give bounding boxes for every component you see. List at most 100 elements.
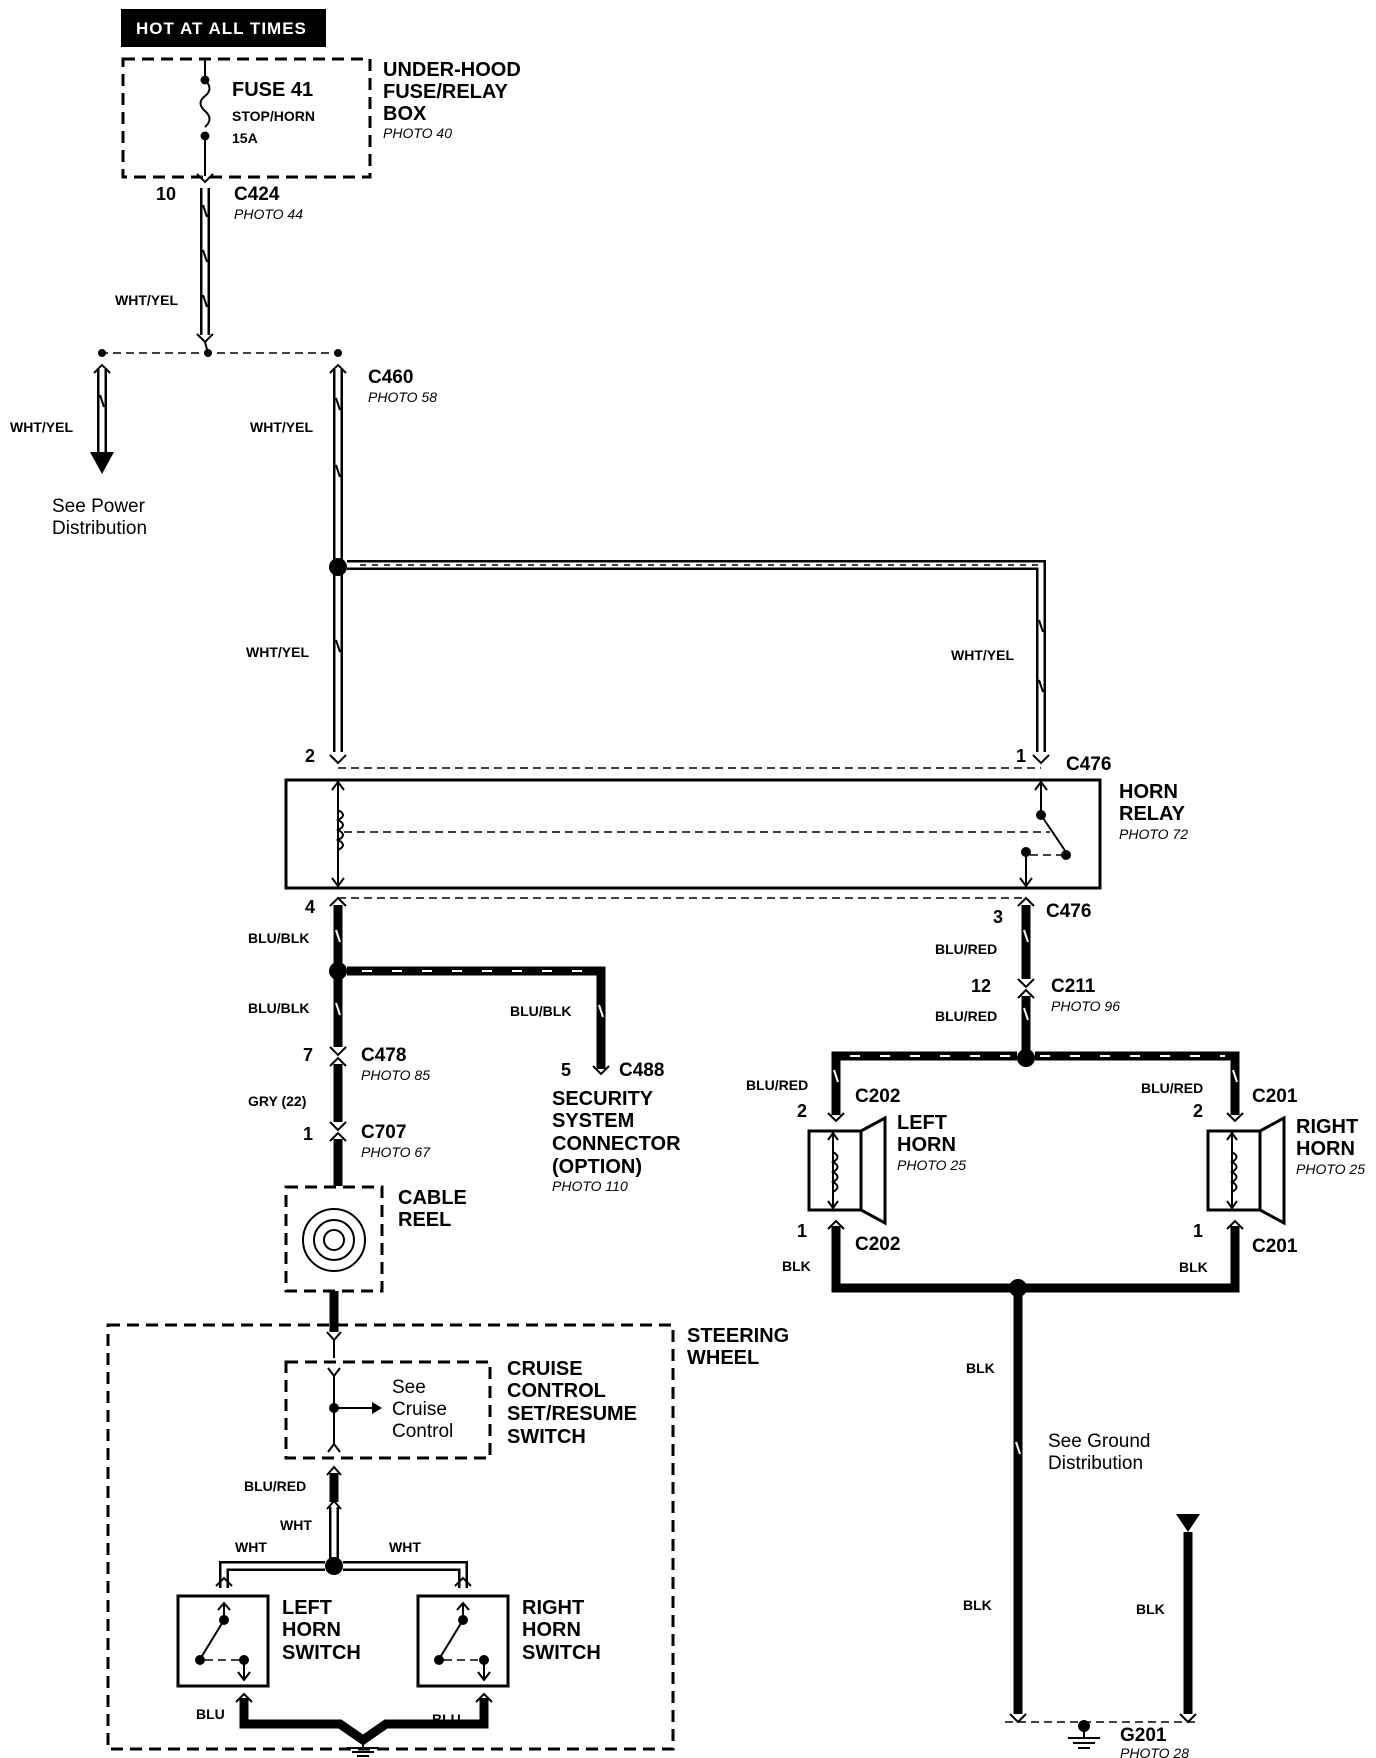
- power-distribution-ref-2: Distribution: [52, 518, 147, 539]
- left-horn-pin-2: 2: [797, 1101, 807, 1121]
- relay-blu-blk-wire-color-2: BLU/BLK: [248, 1000, 309, 1016]
- wht-yel-wire-power-distribution: [97, 368, 107, 452]
- c424-wire-color: WHT/YEL: [115, 292, 178, 308]
- relay-c476-bottom-label: C476: [1046, 901, 1091, 922]
- ground-ref-1: See Ground: [1048, 1431, 1150, 1452]
- left-horn-c202-top: C202: [855, 1086, 900, 1107]
- steering-wheel-title-1: STEERING: [687, 1325, 789, 1347]
- cable-reel-outline: [284, 1185, 384, 1293]
- relay-blu-blk-wire-color-1: BLU/BLK: [248, 930, 309, 946]
- cruise-switch-title-4: SWITCH: [507, 1426, 586, 1448]
- c478-photo: PHOTO 85: [361, 1067, 430, 1083]
- c460-left-wire-color: WHT/YEL: [10, 419, 73, 435]
- right-horn-symbol: [1226, 1115, 1286, 1226]
- left-horn-switch-title-3: SWITCH: [282, 1642, 361, 1664]
- blu-red-wire-c211-to-horn-splice: [1021, 996, 1031, 1052]
- right-horn-blk-color: BLK: [1179, 1259, 1208, 1275]
- fuse-number: FUSE 41: [232, 79, 313, 101]
- security-splice: [329, 962, 347, 980]
- cable-reel-symbol: [302, 1208, 366, 1272]
- security-title-3: CONNECTOR: [552, 1133, 681, 1155]
- right-horn-switch-title-3: SWITCH: [522, 1642, 601, 1664]
- right-horn-switch-title-2: HORN: [522, 1619, 581, 1641]
- horn-switch-wht-right-color: WHT: [389, 1539, 421, 1555]
- relay-blu-red-wire-color-2: BLU/RED: [935, 1008, 997, 1024]
- blu-red-wire-horns: [831, 1051, 1240, 1115]
- fuse-relay-box-outline: [121, 57, 372, 179]
- cruise-switch-title-2: CONTROL: [507, 1380, 606, 1402]
- horn-relay-title-2: RELAY: [1119, 803, 1186, 825]
- c211-label: C211: [1051, 976, 1096, 997]
- right-horn-c201-top: C201: [1252, 1086, 1298, 1107]
- c211-pin: 12: [971, 976, 991, 996]
- security-title-2: SYSTEM: [552, 1110, 634, 1132]
- horn-switch-wht-center-color: WHT: [280, 1517, 312, 1533]
- ground-blk-return-color: BLK: [1136, 1601, 1165, 1617]
- left-horn-symbol: [827, 1115, 887, 1226]
- left-horn-title-2: HORN: [897, 1134, 956, 1156]
- right-horn-photo: PHOTO 25: [1296, 1161, 1365, 1177]
- relay-c476-top-label: C476: [1066, 754, 1111, 775]
- wht-wire-horn-switches: [219, 1561, 468, 1588]
- fuse-rating: 15A: [232, 130, 258, 146]
- horn-relay-photo: PHOTO 72: [1119, 826, 1188, 842]
- ground-ref-2: Distribution: [1048, 1453, 1143, 1474]
- fuse-circuit: STOP/HORN: [232, 108, 315, 124]
- security-wire-color: BLU/BLK: [510, 1003, 571, 1019]
- left-horn-switch-symbol: [195, 1601, 251, 1682]
- power-distribution-ref-1: See Power: [52, 496, 146, 517]
- horn-switch-splice: [325, 1557, 343, 1575]
- relay-coil-feed-wire-color: WHT/YEL: [246, 644, 309, 660]
- right-horn-pin-2: 2: [1193, 1101, 1203, 1121]
- blu-red-wire-relay-to-c211: [1021, 905, 1031, 979]
- left-horn-title-1: LEFT: [897, 1112, 947, 1134]
- horn-switch-wht-left-color: WHT: [235, 1539, 267, 1555]
- security-title-1: SECURITY: [552, 1088, 654, 1110]
- left-horn-c202-bottom: C202: [855, 1234, 900, 1255]
- c424-pin: 10: [156, 184, 176, 204]
- right-horn-switch-box: [416, 1594, 510, 1688]
- c460-photo: PHOTO 58: [368, 389, 437, 405]
- fuse-box-photo: PHOTO 40: [383, 125, 452, 141]
- relay-pin-2: 2: [305, 746, 315, 766]
- cruise-control-switch-symbol: [327, 1367, 382, 1453]
- cable-reel-title-1: CABLE: [398, 1187, 467, 1209]
- right-horn-wire-color: BLU/RED: [1141, 1080, 1203, 1096]
- cable-reel-title-2: REEL: [398, 1209, 451, 1231]
- fuse-41-symbol: [199, 59, 211, 176]
- relay-pin-4: 4: [305, 897, 315, 917]
- cruise-ref-1: See: [392, 1377, 426, 1398]
- left-horn-switch-title-1: LEFT: [282, 1597, 332, 1619]
- hot-label: HOT AT ALL TIMES: [136, 19, 307, 38]
- fuse-box-title-1: UNDER-HOOD: [383, 59, 521, 81]
- hot-at-all-times-banner: [121, 9, 326, 47]
- c707-label: C707: [361, 1122, 406, 1143]
- junction-splice: [329, 558, 347, 576]
- g201-label: G201: [1120, 1725, 1167, 1746]
- horn-switch-ground-icon: [347, 1740, 379, 1757]
- left-horn-photo: PHOTO 25: [897, 1157, 966, 1173]
- g201-photo: PHOTO 28: [1120, 1745, 1189, 1758]
- c478-label: C478: [361, 1045, 406, 1066]
- c460-label: C460: [368, 367, 413, 388]
- ground-blk-lower-color: BLK: [963, 1597, 992, 1613]
- c460-right-wire-color: WHT/YEL: [250, 419, 313, 435]
- horn-relay-title-1: HORN: [1119, 781, 1178, 803]
- wht-yel-wire-relay-switch-feed: [347, 560, 1046, 752]
- right-horn-switch-title-1: RIGHT: [522, 1597, 584, 1619]
- steering-wheel-title-2: WHEEL: [687, 1347, 759, 1369]
- left-horn-wire-color: BLU/RED: [746, 1077, 808, 1093]
- horn-switch-blu-right-color: BLU: [432, 1711, 461, 1727]
- wht-yel-wire-c424: [200, 188, 210, 335]
- right-horn-title-1: RIGHT: [1296, 1116, 1358, 1138]
- horn-switch-blu-red-color: BLU/RED: [244, 1478, 306, 1494]
- cruise-switch-title-1: CRUISE: [507, 1358, 583, 1380]
- c424-connector-symbol: [196, 173, 214, 184]
- relay-pin-1: 1: [1016, 746, 1026, 766]
- g201-ground-icon: [1068, 1726, 1100, 1749]
- horn-relay-coil: [331, 780, 1050, 888]
- left-horn-switch-title-2: HORN: [282, 1619, 341, 1641]
- horn-switch-blu-left-color: BLU: [196, 1706, 225, 1722]
- left-horn-pin-1: 1: [797, 1221, 807, 1241]
